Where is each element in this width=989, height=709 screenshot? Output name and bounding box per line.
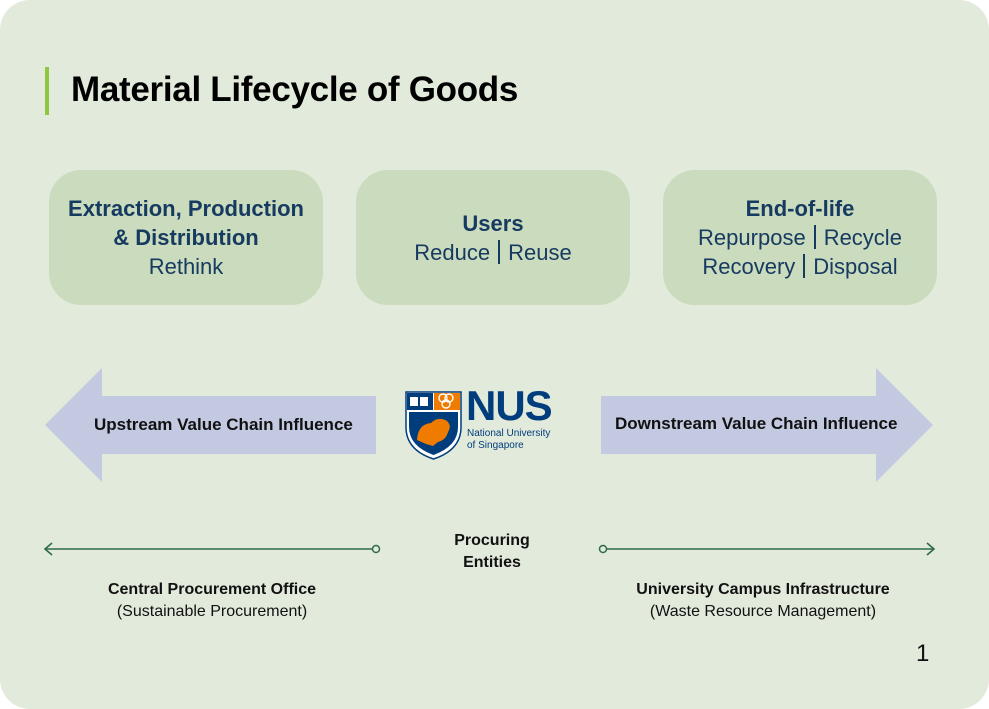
upstream-arrow-label: Upstream Value Chain Influence: [94, 415, 353, 434]
box-title: End-of-life: [745, 196, 855, 221]
bottom-right-sub: (Waste Resource Management): [649, 603, 877, 620]
box-subtitle: Rethink: [148, 254, 224, 279]
lifecycle-box-extraction: Extraction, Production & Distribution Re…: [49, 170, 323, 305]
central-procurement-label: Central Procurement Office (Sustainable …: [62, 579, 362, 623]
center-label-line2: Entities: [463, 554, 521, 571]
nus-subtitle-line1: National University: [467, 428, 551, 439]
upstream-arrow: [45, 368, 376, 482]
box-title-line: & Distribution: [113, 225, 259, 250]
separator: [498, 239, 501, 264]
downstream-arrow-label: Downstream Value Chain Influence: [615, 414, 898, 433]
downstream-arrow: [601, 368, 933, 482]
nus-logo-subtitle: National University of Singapore: [467, 428, 550, 452]
box-sub-disposal: Disposal: [813, 254, 898, 279]
box-sub-recycle: Recycle: [823, 225, 902, 250]
nus-crest-icon: [405, 391, 462, 460]
nus-subtitle-line2: of Singapore: [467, 440, 524, 451]
center-label-line1: Procuring: [454, 532, 530, 549]
box-sub-recovery: Recovery: [702, 254, 796, 279]
nus-logo-text: NUS: [466, 382, 553, 429]
bottom-right-title: University Campus Infrastructure: [636, 581, 890, 598]
bottom-left-sub: (Sustainable Procurement): [116, 603, 308, 620]
left-connector-line: [43, 542, 381, 556]
bottom-left-title: Central Procurement Office: [107, 581, 317, 598]
box-subtitle: Reduce Reuse: [414, 238, 572, 267]
slide-title: Material Lifecycle of Goods: [71, 70, 519, 109]
separator: [803, 254, 806, 278]
box-sub-repurpose: Repurpose: [698, 225, 806, 250]
separator: [813, 225, 816, 249]
title-accent-bar: [45, 67, 49, 115]
box-sub-reuse: Reuse: [508, 239, 572, 265]
box-subtitle: Recovery Disposal: [702, 252, 898, 281]
lifecycle-box-users: Users Reduce Reuse: [356, 170, 630, 305]
right-connector-line: [598, 542, 936, 556]
procuring-entities-label: Procuring Entities: [430, 530, 554, 574]
campus-infrastructure-label: University Campus Infrastructure (Waste …: [613, 579, 913, 623]
box-title-line: Extraction, Production: [68, 196, 304, 221]
box-title: Users: [462, 210, 524, 236]
page-number: 1: [916, 640, 930, 667]
box-subtitle: Repurpose Recycle: [698, 223, 902, 252]
box-sub-reduce: Reduce: [414, 239, 491, 265]
lifecycle-box-end-of-life: End-of-life Repurpose Recycle Recovery Dis…: [663, 170, 937, 305]
